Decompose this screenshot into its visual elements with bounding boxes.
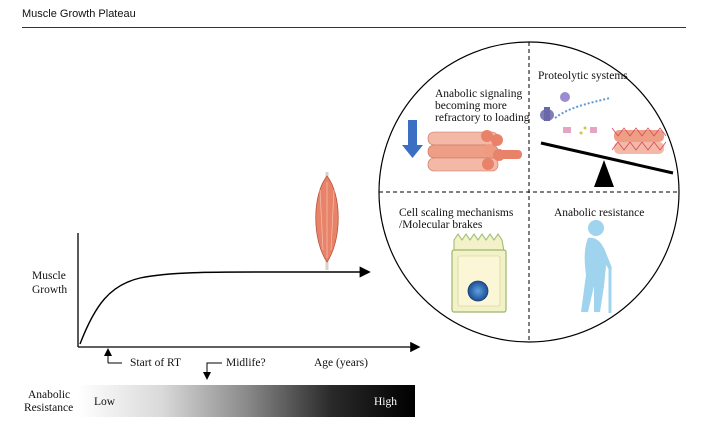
quadrant-top-left-line1: Anabolic signaling bbox=[435, 88, 523, 100]
page-title: Muscle Growth Plateau bbox=[22, 8, 136, 20]
growth-curve bbox=[79, 266, 371, 345]
quadrant-bottom-left-line2: /Molecular brakes bbox=[399, 219, 483, 231]
muscle-bundle-icon bbox=[427, 130, 522, 172]
y-axis-label-line1: Muscle bbox=[32, 270, 66, 282]
title-divider bbox=[22, 27, 686, 28]
degrading-muscle-icon bbox=[611, 127, 667, 154]
anabolic-resistance-gradient bbox=[78, 385, 415, 417]
scale-high-label: High bbox=[374, 396, 397, 408]
quadrant-bottom-right-label: Anabolic resistance bbox=[554, 207, 645, 219]
balance-scale-icon bbox=[540, 141, 674, 187]
x-axis-label: Age (years) bbox=[314, 357, 368, 369]
elderly-person-icon bbox=[581, 220, 612, 313]
quadrant-top-left-line3: refractory to loading bbox=[435, 112, 530, 124]
scale-label-line2: Resistance bbox=[24, 402, 74, 414]
quadrant-top-left-line2: becoming more bbox=[435, 100, 507, 112]
proteasome-icon bbox=[540, 92, 611, 135]
quadrant-top-right-label: Proteolytic systems bbox=[538, 70, 628, 82]
down-arrow-icon bbox=[402, 120, 423, 158]
midlife-label: Midlife? bbox=[226, 357, 266, 369]
muscle-icon bbox=[315, 172, 339, 270]
cell-icon bbox=[451, 233, 507, 313]
scale-low-label: Low bbox=[94, 396, 116, 408]
scale-label-line1: Anabolic bbox=[28, 389, 71, 401]
quadrant-bottom-left-line1: Cell scaling mechanisms bbox=[399, 207, 514, 219]
start-rt-label: Start of RT bbox=[130, 357, 182, 369]
y-axis-label-line2: Growth bbox=[32, 284, 68, 296]
midlife-marker bbox=[203, 362, 222, 380]
